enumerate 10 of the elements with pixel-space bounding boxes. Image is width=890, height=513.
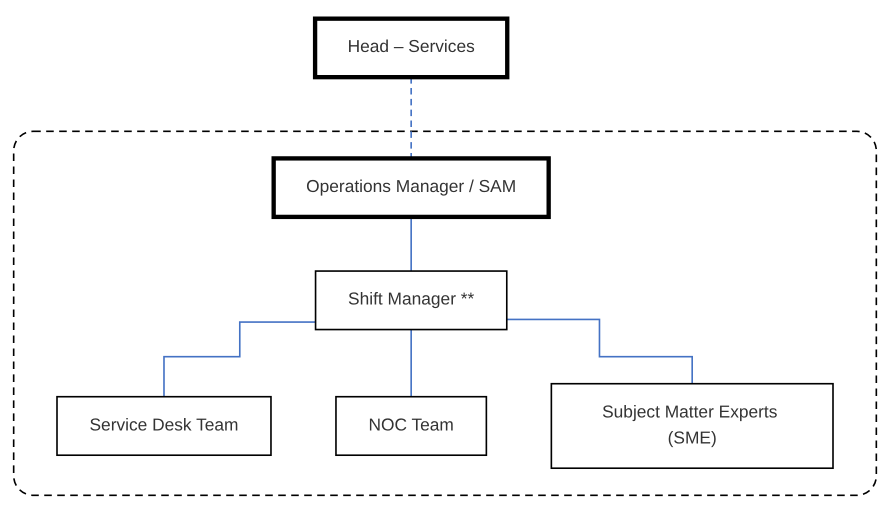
connector: [410, 328, 412, 398]
node-box: Head – Services: [312, 16, 510, 79]
connector: [506, 318, 693, 384]
connector: [163, 320, 316, 398]
node-box: Operations Manager / SAM: [272, 156, 551, 219]
node-box: Service Desk Team: [56, 395, 272, 456]
node-box: NOC Team: [335, 395, 488, 456]
cluster: [12, 130, 878, 496]
node-box: Subject Matter Experts (SME): [550, 382, 834, 469]
node-box: Shift Manager **: [314, 270, 508, 330]
